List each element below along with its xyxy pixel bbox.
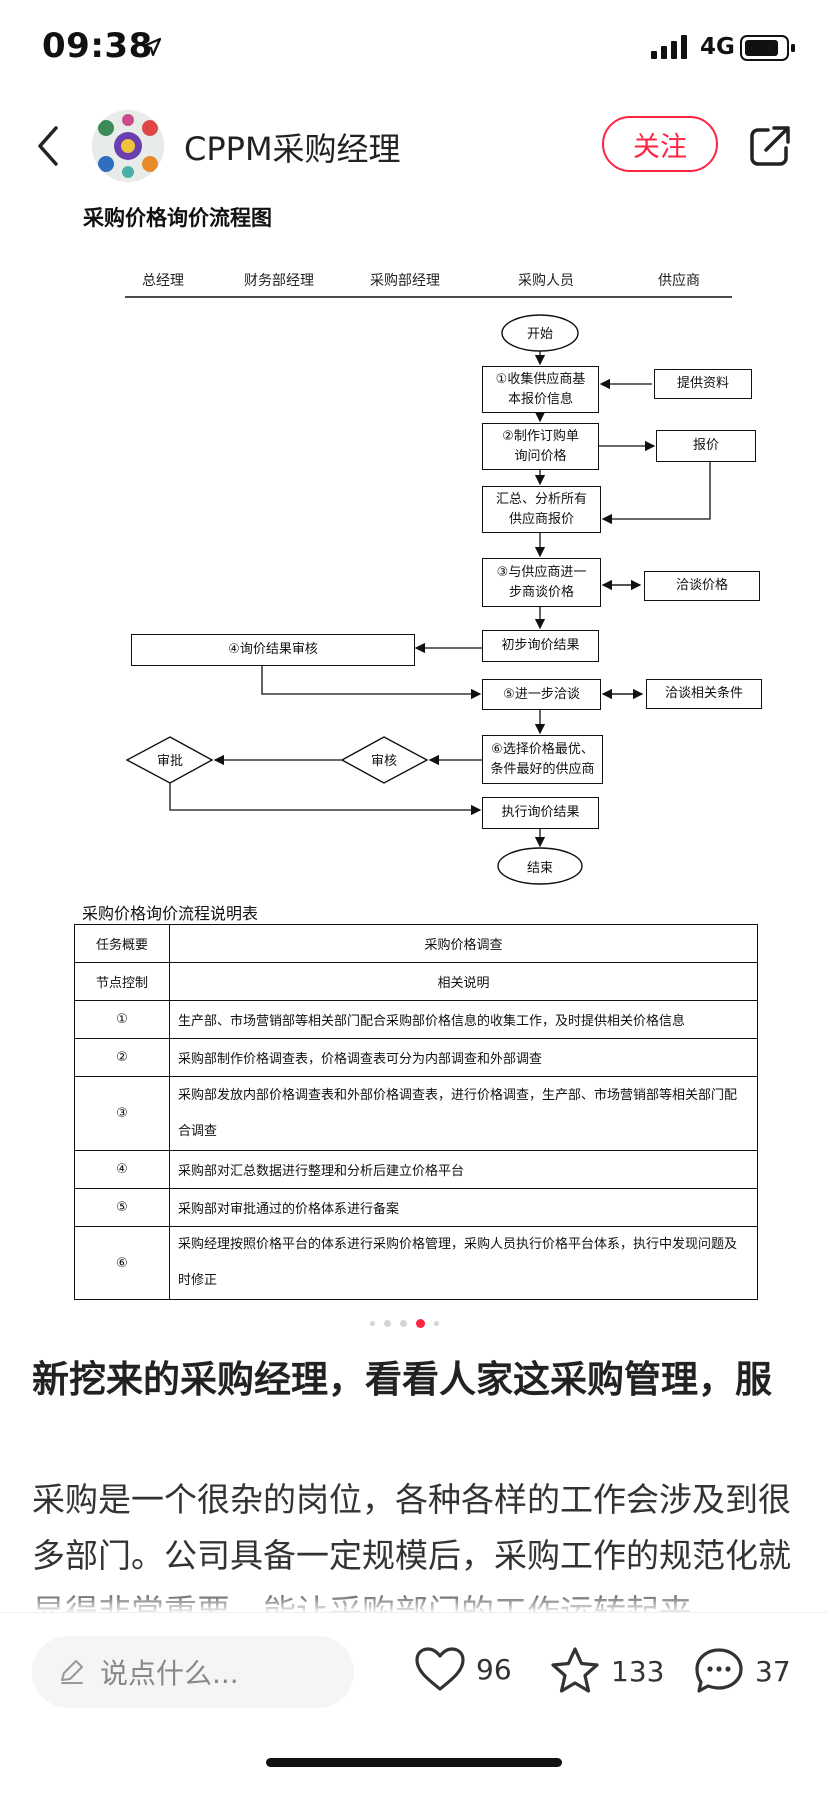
pencil-icon [61, 1660, 83, 1684]
table-cell-key: ⑥ [74, 1226, 170, 1300]
table-cell-value: 采购价格调查 [169, 924, 758, 963]
table-row: 节点控制 相关说明 [74, 962, 758, 1001]
description-table: 任务概要 采购价格调查 节点控制 相关说明 ① 生产部、市场营销部等相关部门配合… [74, 924, 758, 1300]
table-cell-key: ② [74, 1038, 170, 1077]
table-title: 采购价格询价流程说明表 [82, 904, 259, 923]
table-row: ③ 采购部发放内部价格调查表和外部价格调查表，进行价格调查，生产部、市场营销部等… [74, 1076, 758, 1151]
table-cell-value: 采购部发放内部价格调查表和外部价格调查表，进行价格调查，生产部、市场营销部等相关… [169, 1076, 758, 1151]
post-title: 新挖来的采购经理，看看人家这采购管理，服 [32, 1358, 772, 1401]
table-row: ② 采购部制作价格调查表，价格调查表可分为内部调查和外部调查 [74, 1038, 758, 1077]
page-dot-active[interactable] [416, 1319, 425, 1328]
table-cell-key: ① [74, 1000, 170, 1039]
table-cell-value: 采购部制作价格调查表，价格调查表可分为内部调查和外部调查 [169, 1038, 758, 1077]
image-pagination[interactable] [370, 1319, 439, 1328]
battery-icon [740, 35, 795, 61]
lane-supplier: 供应商 [658, 273, 700, 289]
flowchart-title: 采购价格询价流程图 [83, 206, 272, 230]
comment-button[interactable]: 37 [693, 1646, 791, 1696]
table-cell-value: 生产部、市场营销部等相关部门配合采购部价格信息的收集工作，及时提供相关价格信息 [169, 1000, 758, 1039]
table-cell-key: 节点控制 [74, 962, 170, 1001]
node-audit: 审核 [370, 754, 397, 769]
chat-bubble-icon [695, 1648, 743, 1693]
table-row: ④ 采购部对汇总数据进行整理和分析后建立价格平台 [74, 1150, 758, 1189]
comment-input[interactable]: 说点什么... [32, 1636, 354, 1708]
table-row: ① 生产部、市场营销部等相关部门配合采购部价格信息的收集工作，及时提供相关价格信… [74, 1000, 758, 1039]
node-approve: 审批 [156, 754, 183, 769]
node-summary: 汇总、分析所有供应商报价 [482, 486, 601, 533]
back-icon[interactable] [34, 124, 62, 168]
page-dot[interactable] [434, 1321, 439, 1326]
location-arrow-icon [142, 37, 162, 57]
node-step3: ③与供应商进一步商谈价格 [482, 558, 601, 607]
heart-icon [415, 1647, 465, 1691]
author-name[interactable]: CPPM采购经理 [184, 130, 401, 168]
status-time: 09:38 [42, 26, 153, 66]
table-cell-value: 采购部对审批通过的价格体系进行备案 [169, 1188, 758, 1227]
node-review: ④询价结果审核 [131, 634, 415, 666]
table-cell-key: ④ [74, 1150, 170, 1189]
lane-purchaser: 采购人员 [518, 273, 574, 289]
star-icon [551, 1647, 599, 1693]
collect-count: 133 [611, 1654, 665, 1688]
table-cell-key: ③ [74, 1076, 170, 1151]
node-step5: ⑤进一步洽谈 [482, 679, 601, 710]
page-dot[interactable] [370, 1321, 375, 1326]
follow-button[interactable]: 关注 [602, 116, 718, 172]
table-cell-value: 相关说明 [169, 962, 758, 1001]
node-end: 结束 [526, 861, 553, 876]
node-start: 开始 [526, 327, 553, 342]
share-icon[interactable] [748, 124, 792, 168]
table-cell-key: ⑤ [74, 1188, 170, 1227]
node-step1: ①收集供应商基本报价信息 [482, 366, 599, 413]
collect-button[interactable]: 133 [549, 1646, 664, 1696]
lane-general-manager: 总经理 [142, 273, 184, 289]
page-dot[interactable] [400, 1320, 407, 1327]
node-execute: 执行询价结果 [482, 797, 599, 829]
page-dot[interactable] [384, 1320, 391, 1327]
like-count: 96 [476, 1652, 512, 1686]
table-cell-value: 采购经理按照价格平台的体系进行采购价格管理，采购人员执行价格平台体系，执行中发现… [169, 1226, 758, 1300]
node-negotiate-price: 洽谈价格 [644, 571, 760, 601]
node-step6: ⑥选择价格最优、条件最好的供应商 [482, 735, 603, 784]
lane-purchase-manager: 采购部经理 [370, 273, 440, 289]
lane-finance-manager: 财务部经理 [244, 273, 314, 289]
table-cell-key: 任务概要 [74, 924, 170, 963]
comment-placeholder: 说点什么... [100, 1657, 239, 1690]
like-button[interactable]: 96 [414, 1646, 512, 1692]
home-indicator[interactable] [266, 1758, 562, 1767]
table-row: 任务概要 采购价格调查 [74, 924, 758, 963]
node-quote: 报价 [656, 430, 756, 462]
network-type: 4G [700, 34, 735, 60]
node-step2: ②制作订购单询问价格 [482, 423, 599, 470]
text-fade [0, 1588, 828, 1614]
table-row: ⑥ 采购经理按照价格平台的体系进行采购价格管理，采购人员执行价格平台体系，执行中… [74, 1226, 758, 1300]
table-row: ⑤ 采购部对审批通过的价格体系进行备案 [74, 1188, 758, 1227]
flowchart-connectors [125, 296, 732, 885]
comment-count: 37 [755, 1654, 791, 1688]
image-bottom-edge [0, 1302, 828, 1310]
table-cell-value: 采购部对汇总数据进行整理和分析后建立价格平台 [169, 1150, 758, 1189]
node-negotiate-terms: 洽谈相关条件 [646, 679, 762, 709]
node-provide-info: 提供资料 [654, 369, 752, 399]
signal-icon [651, 35, 687, 59]
node-prelim-result: 初步询价结果 [482, 630, 599, 662]
avatar[interactable] [92, 110, 164, 182]
